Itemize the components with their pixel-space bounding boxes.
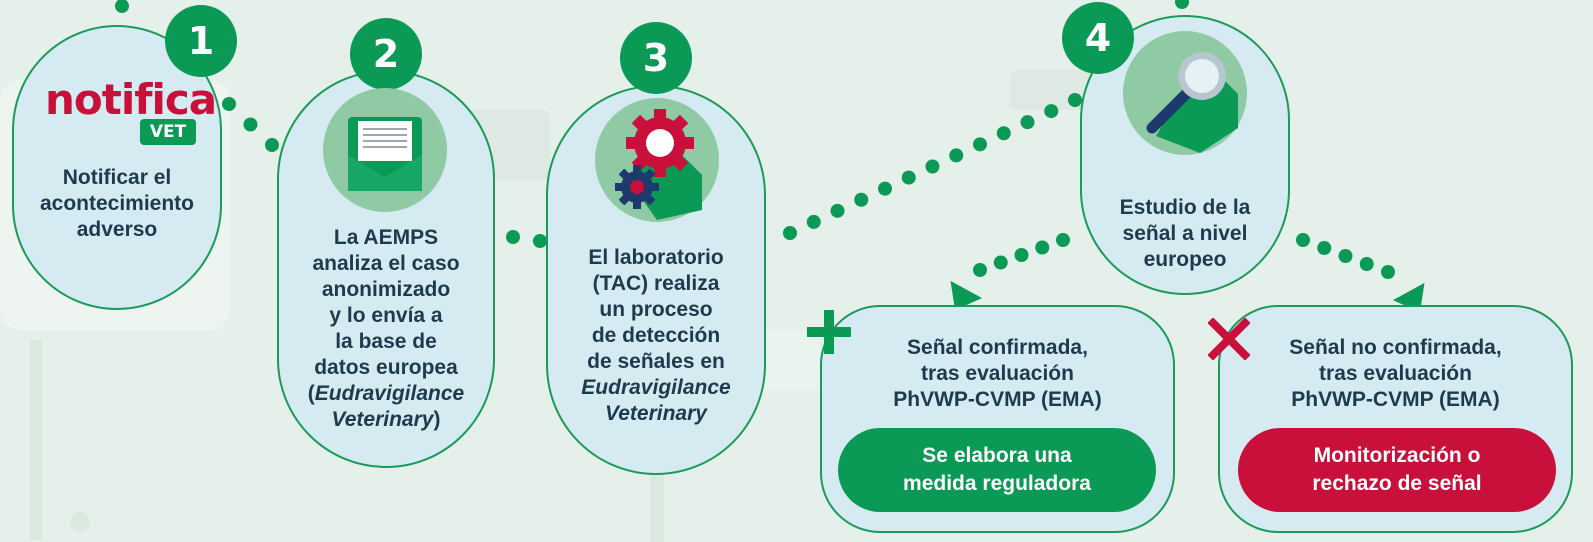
magnifier-icon [1123, 31, 1247, 155]
monitoring-badge: Monitorización o rechazo de señal [1238, 428, 1556, 512]
vet-badge: VET [140, 119, 196, 145]
connector-dot [973, 137, 987, 152]
connector-dot [1296, 233, 1310, 247]
outcome-confirmed-text: Señal confirmada, tras evaluación PhVWP-… [893, 336, 1102, 411]
connector-dot [783, 226, 797, 240]
step-1-badge: 1 [165, 5, 237, 77]
connector-dot [506, 230, 520, 244]
plus-icon [807, 310, 851, 354]
connector-dot [115, 0, 129, 13]
connector-dot [996, 126, 1011, 141]
connector-arrow [1392, 282, 1425, 312]
connector-dot [1020, 115, 1035, 130]
connector-dot [243, 117, 258, 132]
step-4-text: Estudio de la señal a nivel europeo [1119, 196, 1251, 271]
connector-dot [1014, 248, 1029, 262]
connector-dot [878, 181, 892, 196]
gears-icon [595, 98, 719, 222]
connector-dot [1338, 249, 1353, 263]
connector-dot [1056, 233, 1070, 247]
step-3-badge: 3 [620, 22, 692, 94]
step-2-text: La AEMPS analiza el caso anonimizado y l… [277, 225, 495, 433]
step-3-text: El laboratorio (TAC) realiza un proceso … [581, 246, 731, 425]
connector-dot [830, 203, 845, 218]
connector-dot [993, 255, 1008, 270]
connector-dot [1044, 104, 1059, 119]
cross-icon [1208, 318, 1250, 360]
envelope-icon [323, 88, 447, 212]
connector-dot [1068, 93, 1082, 107]
connector-dot [1035, 240, 1050, 255]
connector-dot [973, 263, 987, 277]
connector-dot [854, 192, 869, 207]
step-1-text: Notificar el acontecimiento adverso [39, 166, 195, 241]
connector-dot [925, 159, 940, 174]
step-2-italic-line: (Eudravigilance Veterinary) [307, 382, 465, 431]
connector-dot [1359, 257, 1374, 271]
step-2-badge: 2 [350, 18, 422, 90]
connector-dot [1381, 265, 1395, 279]
connector-dot [533, 234, 547, 248]
connector-dot [949, 148, 964, 163]
outcome-rejected-text: Señal no confirmada, tras evaluación PhV… [1289, 336, 1502, 411]
regulatory-measure-badge: Se elabora una medida reguladora [838, 428, 1156, 512]
connector-arrow [950, 280, 983, 310]
connector-dot [1175, 0, 1189, 9]
connector-dot [806, 214, 821, 229]
connector-dot [265, 138, 279, 152]
step-4-badge: 4 [1062, 2, 1134, 74]
notificavet-logo: notifica [45, 75, 217, 124]
connector-dot [1317, 241, 1332, 255]
connector-dot [222, 97, 236, 111]
connector-dot [901, 170, 916, 185]
